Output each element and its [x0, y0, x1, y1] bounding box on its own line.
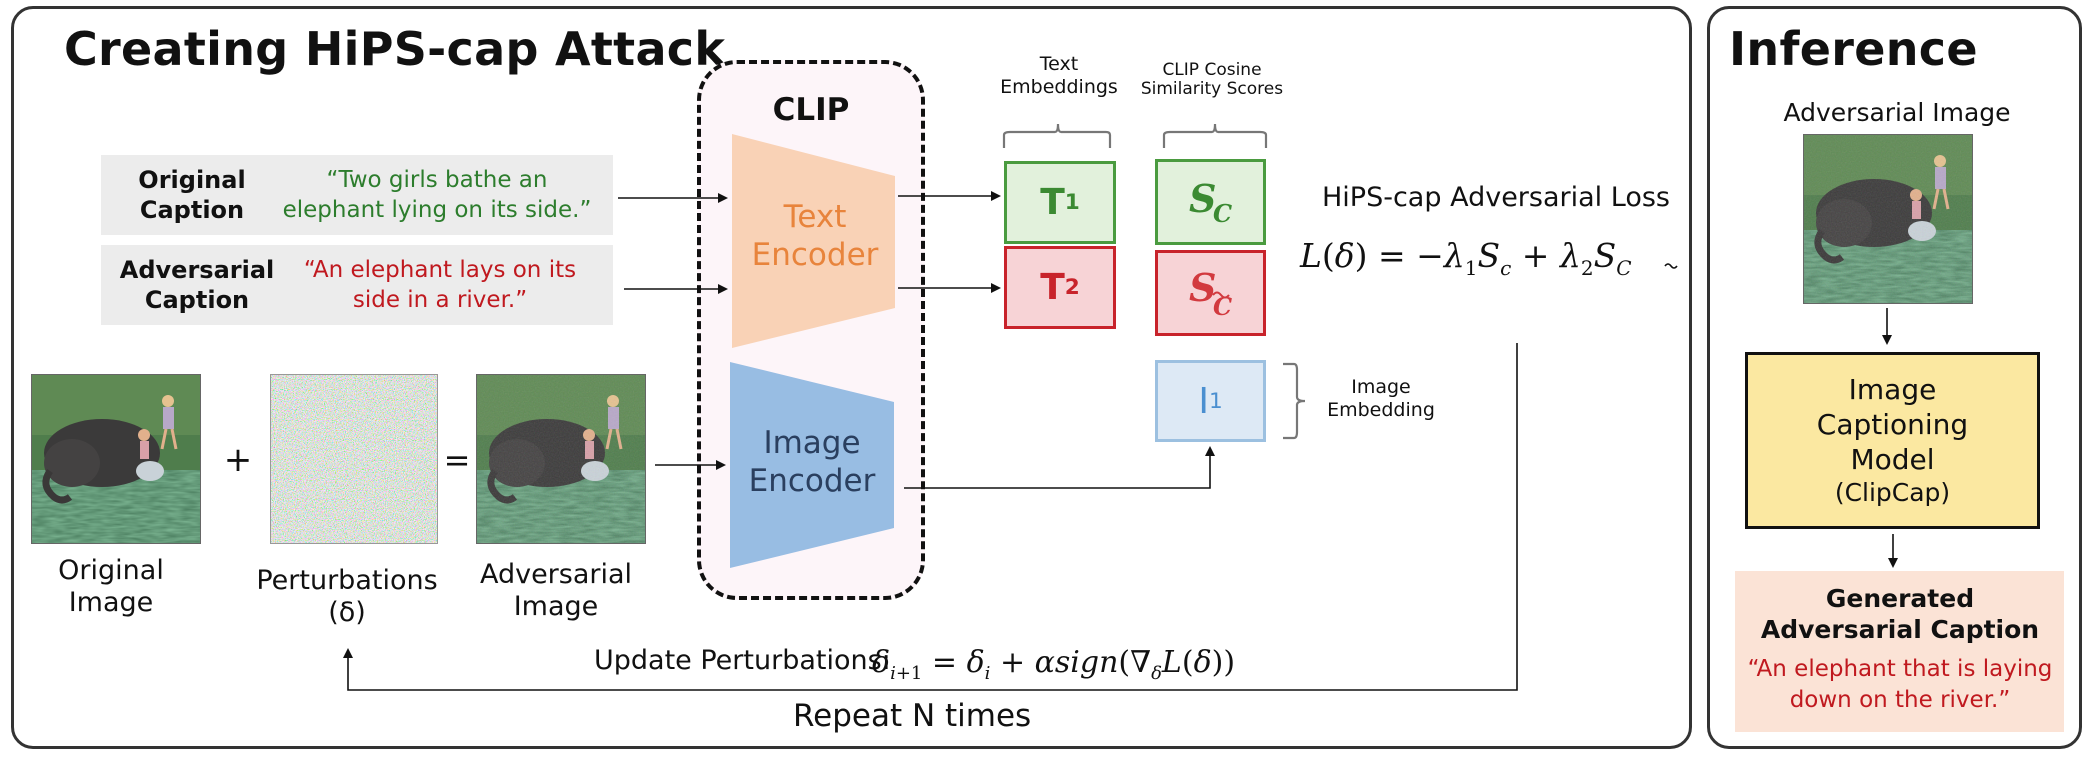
original-caption-text: “Two girls bathe an elephant lying on it… — [282, 167, 592, 223]
svg-text:C: C — [1213, 199, 1232, 228]
score-sc-tilde: S C — [1155, 250, 1266, 336]
svg-text:L(δ) = −λ1Sc + λ2SC: L(δ) = −λ1Sc + λ2SC — [1299, 236, 1632, 280]
text-encoder-label: Text Encoder — [751, 199, 879, 273]
text-encoder-shape — [732, 134, 895, 348]
clip-scores-label: CLIP Cosine Similarity Scores — [1140, 60, 1284, 99]
generated-caption-text: “An elephant that is laying down on the … — [1747, 656, 2053, 713]
adversarial-image — [476, 374, 646, 544]
generated-caption-box — [1735, 571, 2064, 732]
perturbation-noise-image — [270, 374, 438, 544]
sc-symbol: S C — [1189, 176, 1232, 228]
sc-tilde-symbol: S C — [1189, 265, 1232, 321]
text-embeddings-label: Text Embeddings — [1000, 53, 1118, 98]
update-formula: δi+1 = δi + αsign(∇δL(δ)) — [872, 645, 1235, 684]
captioning-model-box: Image Captioning Model (ClipCap) — [1745, 352, 2040, 529]
adversarial-image-label: Adversarial Image — [479, 559, 633, 622]
loss-title: HiPS-cap Adversarial Loss — [1322, 182, 1670, 213]
svg-text:C: C — [1213, 292, 1232, 321]
original-image — [31, 374, 201, 544]
adversarial-caption-text: “An elephant lays on its side in a river… — [303, 257, 577, 313]
original-image-label: Original Image — [58, 555, 164, 618]
update-label: Update Perturbations: — [594, 645, 891, 676]
equals-sign: = — [443, 441, 471, 479]
inference-panel — [1707, 6, 2082, 749]
original-caption-box — [101, 155, 613, 235]
inference-adv-image-label: Adversarial Image — [1783, 97, 2011, 127]
original-caption-label: Original Caption — [138, 166, 246, 224]
score-sc: S C — [1155, 159, 1266, 245]
generated-caption-label: Generated Adversarial Caption — [1760, 584, 2040, 644]
attack-title: Creating HiPS-cap Attack — [64, 22, 726, 76]
elephant-photo-original — [32, 375, 201, 544]
image-embedding-label: Image Embedding — [1327, 376, 1435, 421]
svg-text:S: S — [1189, 265, 1216, 310]
plus-sign: + — [223, 440, 253, 480]
inference-adversarial-image — [1803, 134, 1973, 304]
clip-label: CLIP — [772, 92, 850, 128]
adversarial-caption-box — [101, 245, 613, 325]
image-encoder-label: Image Encoder — [748, 425, 876, 499]
svg-text:S: S — [1189, 176, 1216, 221]
adversarial-caption-label: Adversarial Caption — [119, 256, 275, 314]
attack-panel — [11, 6, 1692, 749]
captioning-model-name: (ClipCap) — [1834, 478, 1951, 507]
repeat-label: Repeat N times — [793, 698, 1032, 734]
svg-text:δi+1 = δi + αsign(∇δL(δ)): δi+1 = δi + αsign(∇δL(δ)) — [872, 645, 1235, 684]
captioning-model-label: Image Captioning Model — [1816, 373, 1969, 476]
perturbations-label: Perturbations (δ) — [256, 565, 438, 628]
loss-formula: L(δ) = −λ1Sc + λ2SC — [1299, 236, 1678, 280]
inference-title: Inference — [1729, 22, 1978, 76]
